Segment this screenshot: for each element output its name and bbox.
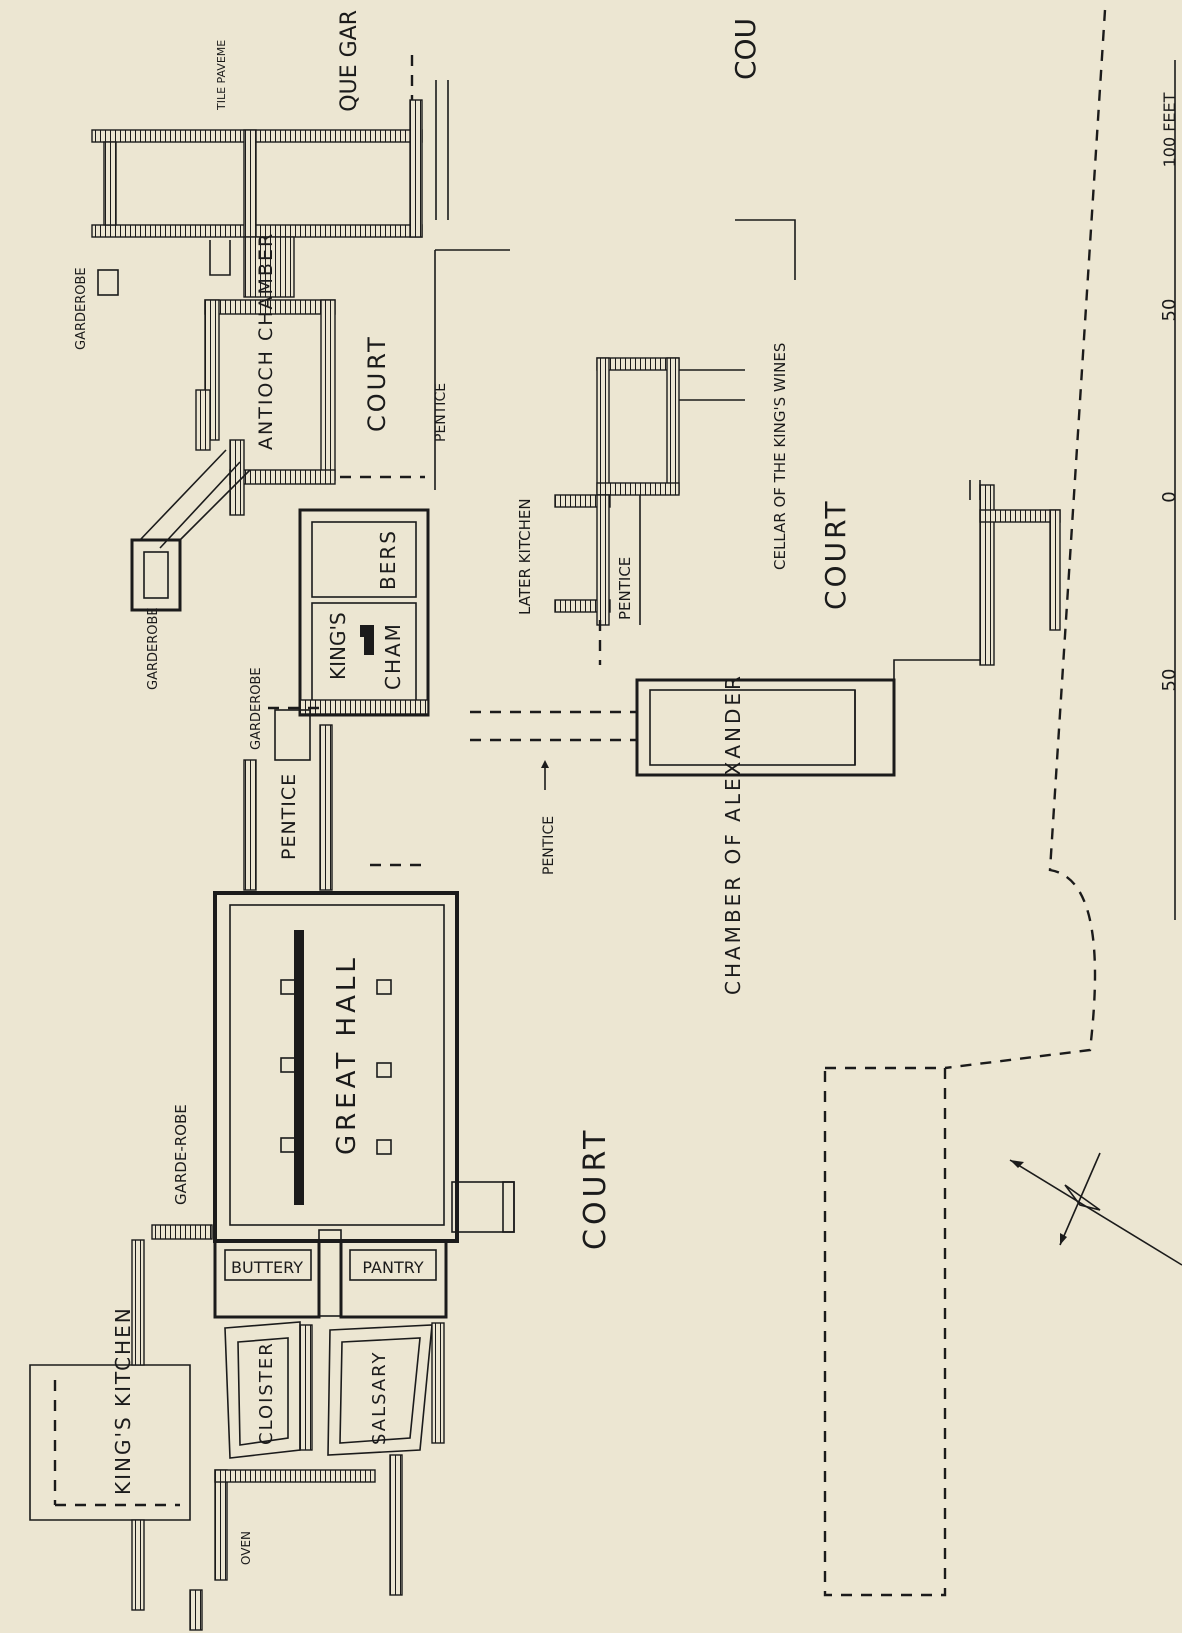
label-chamber-of-alexander: CHAMBER OF ALEXANDER: [721, 673, 745, 995]
label-pantry: PANTRY: [362, 1258, 423, 1277]
label-oven: OVEN: [239, 1531, 253, 1565]
label-court-upper: COURT: [363, 334, 391, 432]
great-hall-walls: [213, 891, 515, 1243]
cellar-and-later-kitchen-walls: [554, 219, 796, 665]
label-queens-garden: QUE GAR: [337, 10, 362, 112]
label-pentice-middle: PENTICE: [616, 557, 634, 620]
label-pentice-arrow: PENTICE: [541, 816, 557, 875]
label-pentice-lower: PENTICE: [278, 773, 300, 860]
scale-label-100-feet: 100 FEET: [1160, 92, 1179, 167]
label-garde-robe: GARDE-ROBE: [172, 1104, 190, 1205]
label-court-middle: COURT: [819, 498, 852, 610]
label-salsary: SALSARY: [369, 1350, 390, 1445]
pentice-arrow: [541, 760, 549, 790]
scale-label-50-bottom: 50: [1159, 669, 1180, 692]
chamber-of-alexander-walls: [470, 480, 1061, 777]
label-great-hall: GREAT HALL: [332, 954, 362, 1155]
north-arrow-icon: [1009, 1152, 1182, 1266]
precinct-boundary: [823, 9, 1107, 1597]
service-rooms-walls: [213, 1229, 448, 1319]
label-buttery: BUTTERY: [231, 1258, 303, 1277]
label-later-kitchen: LATER KITCHEN: [516, 498, 534, 615]
label-court-lower: COURT: [578, 1126, 613, 1250]
label-pentice-upper: PENTICE: [433, 383, 449, 442]
label-garderobe-middle: GARDEROBE: [146, 607, 161, 690]
label-kings-chambers-bers: BERS: [376, 529, 400, 590]
north-range-walls: [91, 55, 449, 296]
kitchen-range-walls: [29, 1224, 445, 1631]
pentice-corridor-walls: [243, 724, 425, 891]
scale-label-0: 0: [1159, 491, 1180, 502]
label-antioch-chamber: ANTIOCH CHAMBER: [255, 232, 277, 450]
label-cloister: CLOISTER: [256, 1341, 277, 1445]
antioch-chamber-walls: [130, 236, 510, 612]
label-kings-chambers-cham: CHAM: [381, 622, 405, 690]
scale-label-50-top: 50: [1159, 299, 1180, 322]
label-cellar-of-kings-wines: CELLAR OF THE KING'S WINES: [771, 343, 789, 570]
label-garderobe-lower: GARDEROBE: [249, 667, 264, 750]
label-court-far-right: COU: [729, 18, 762, 80]
label-tile-pavement: TILE PAVEME: [215, 40, 228, 111]
label-kings-kitchen: KING'S KITCHEN: [111, 1306, 135, 1495]
label-kings-chambers-kings: KING'S: [326, 612, 350, 680]
label-garderobe-top: GARDEROBE: [74, 267, 89, 350]
kings-chambers-walls: [268, 508, 430, 761]
